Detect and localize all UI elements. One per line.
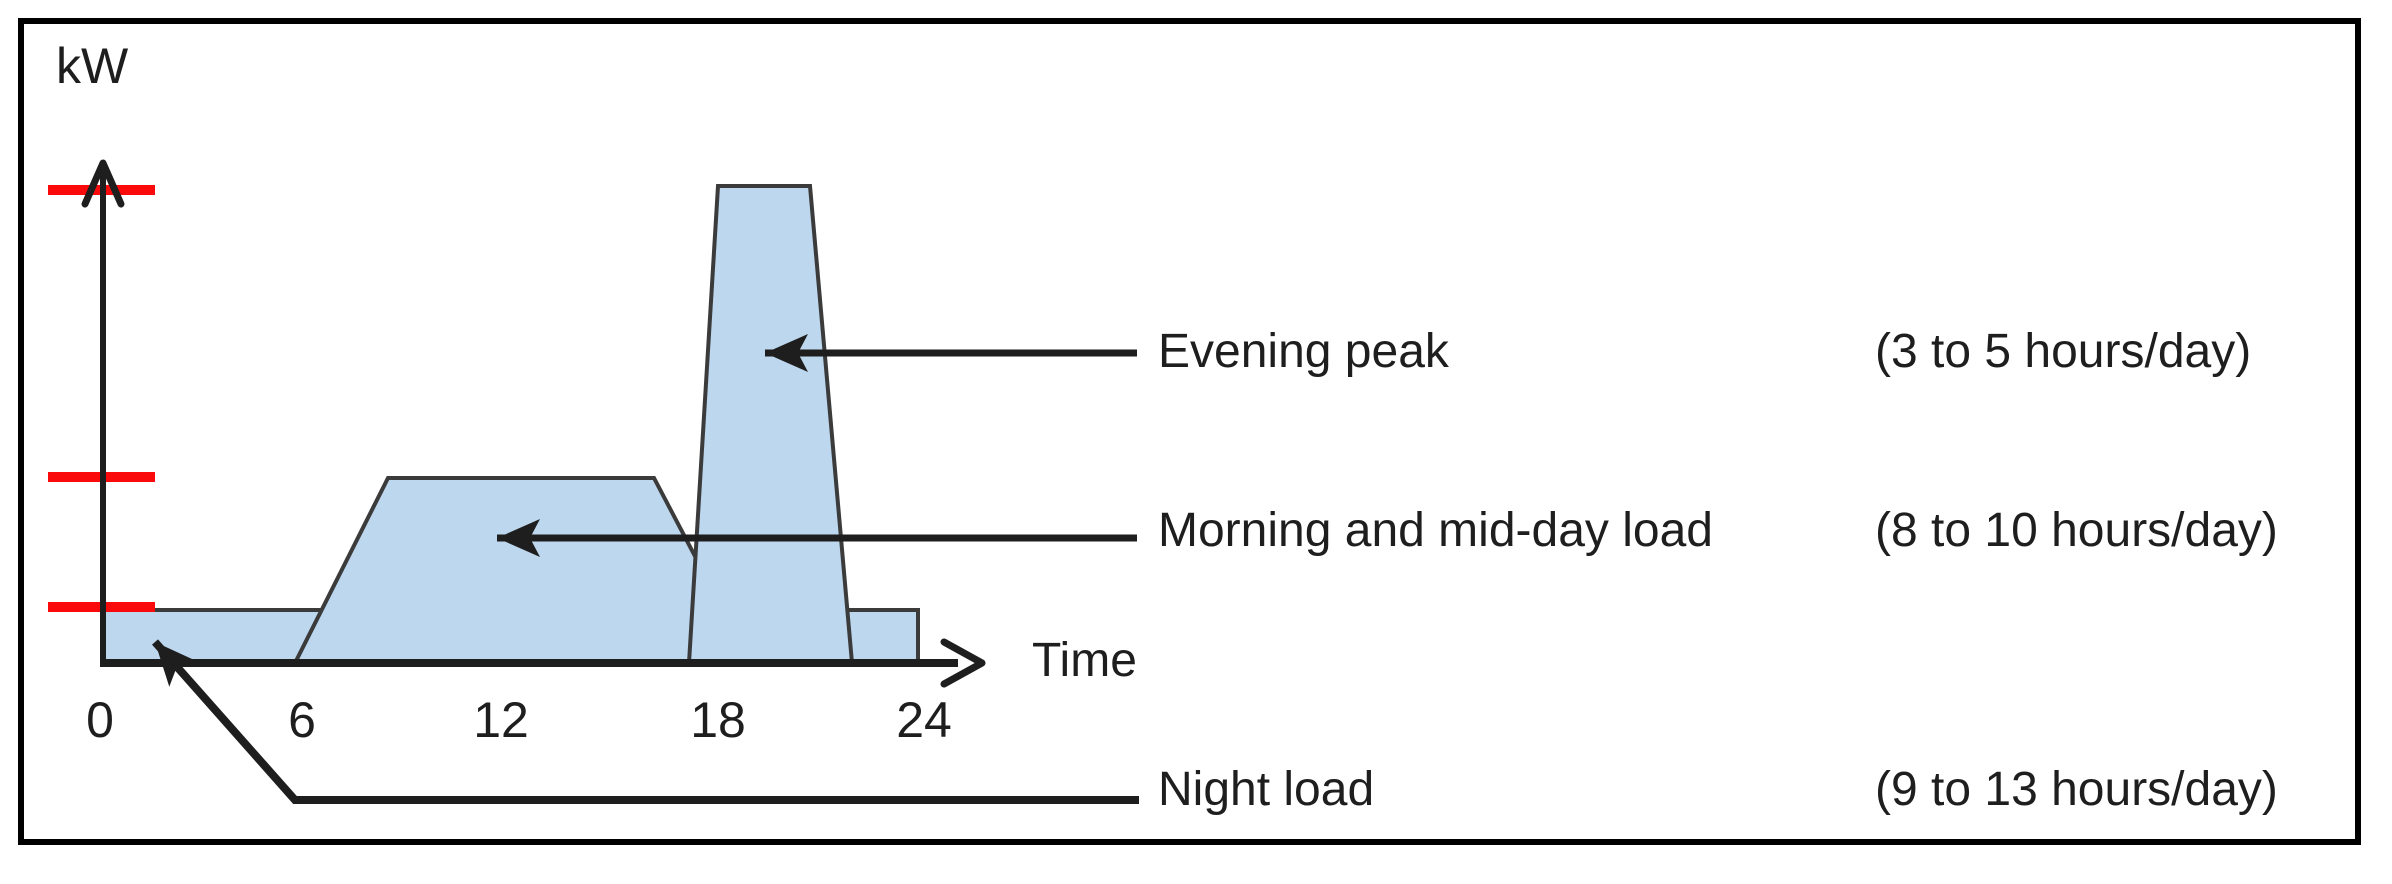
annotation-evening-peak-label: Evening peak (1158, 325, 1449, 378)
annotation-night-load-hours: (9 to 13 hours/day) (1875, 763, 2278, 816)
y-axis-arrowhead-icon (81, 159, 125, 208)
evening-peak-area (686, 184, 855, 665)
annotation-night-load-label: Night load (1158, 763, 1375, 816)
morning-midday-load-area (291, 476, 755, 665)
x-axis-tick-label-12: 12 (473, 692, 529, 748)
x-axis-tick-label-6: 6 (288, 692, 316, 748)
annotation-morning-load-label: Morning and mid-day load (1158, 504, 1713, 557)
annotation-morning-load-hours: (8 to 10 hours/day) (1875, 504, 2278, 557)
figure-frame-border (18, 18, 2361, 845)
x-axis-tick-label-24: 24 (896, 692, 952, 748)
night-load-arrow (152, 639, 1139, 804)
x-axis-tick-label-0: 0 (86, 692, 114, 748)
x-axis-arrowhead-icon (940, 638, 986, 688)
x-axis-tick-label-18: 18 (690, 692, 746, 748)
y-axis-unit-label: kW (56, 38, 129, 94)
annotation-evening-peak-hours: (3 to 5 hours/day) (1875, 325, 2252, 378)
x-axis-title: Time (1032, 634, 1137, 687)
